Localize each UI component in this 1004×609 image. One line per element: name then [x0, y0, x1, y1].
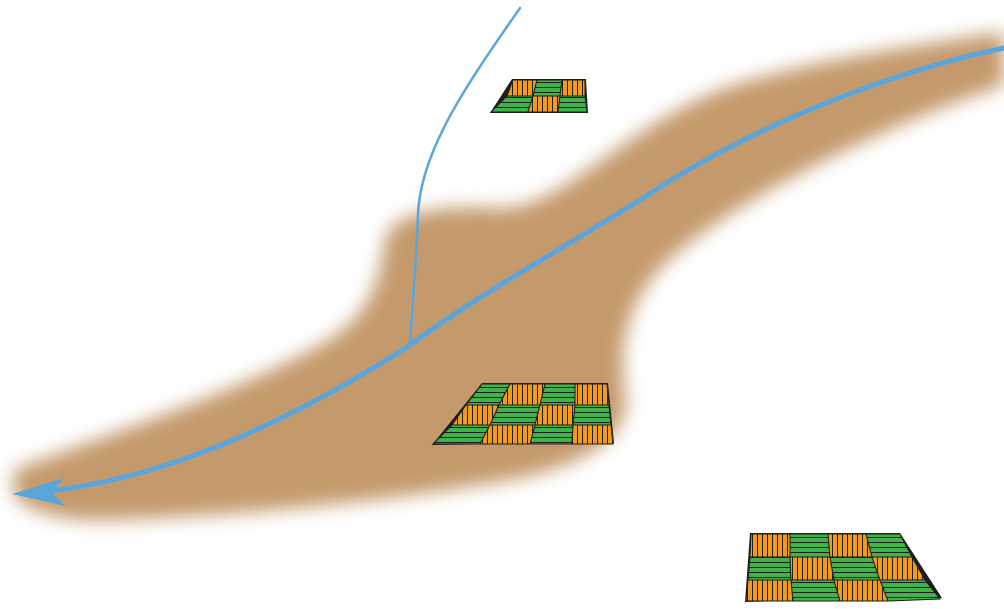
main-river — [27, 45, 1004, 497]
tributary-stream — [408, 6, 522, 347]
field-lower-right — [745, 533, 942, 602]
river-arrowhead — [12, 478, 66, 506]
floodplain-band — [14, 32, 1004, 521]
field-middle-floodplain — [431, 383, 614, 445]
field-small-upper — [489, 79, 588, 113]
